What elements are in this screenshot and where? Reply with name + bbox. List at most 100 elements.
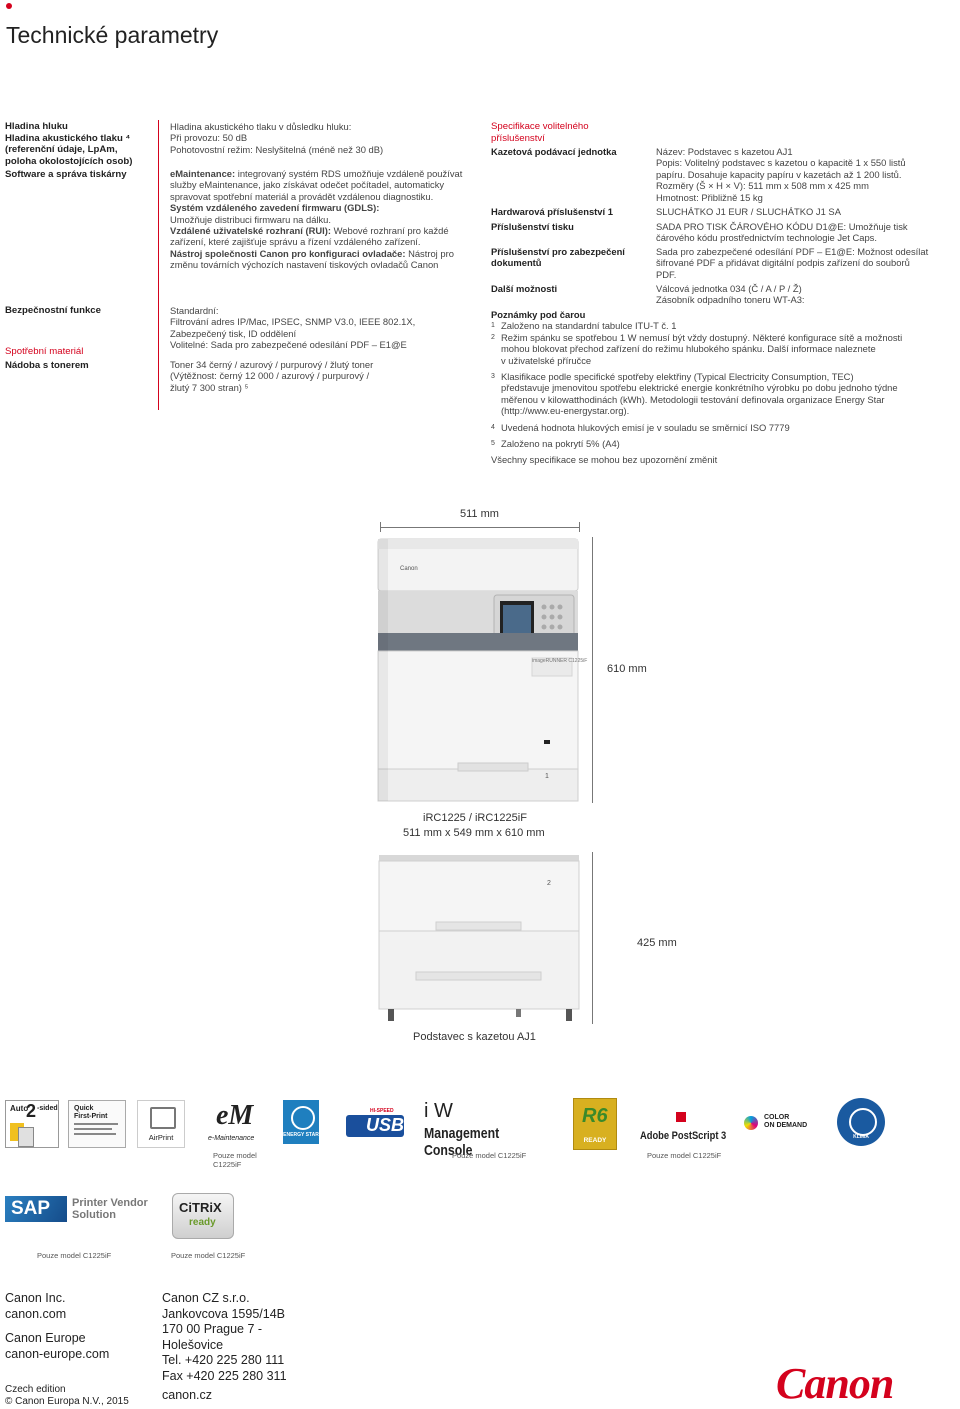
accessory-label: Příslušenství pro zabezpečení dokumentů — [491, 246, 646, 269]
software-label: Software a správa tiskárny — [5, 169, 127, 180]
security-label: Bezpečnostní funkce — [5, 305, 101, 316]
footnote: 4 Uvedená hodnota hlukových emisí je v so… — [491, 422, 956, 433]
footer-line: Fax +420 225 280 311 — [162, 1368, 287, 1383]
footnote-text: Založeno na standardní tabulce ITU-T č. … — [501, 320, 677, 332]
text-line: žlutý 7 300 stran) ⁵ — [170, 381, 249, 393]
red-dot-marker — [6, 3, 12, 9]
sap-logo: SAP — [5, 1196, 67, 1222]
footnote-number: 4 — [491, 423, 495, 431]
text-line: Hladina akustického tlaku v důsledku hlu… — [170, 121, 352, 132]
stand-name: Podstavec s kazetou AJ1 — [413, 1031, 536, 1043]
height-dimension: 610 mm — [607, 663, 647, 675]
footer-line: Jankovcova 1595/14B — [162, 1306, 286, 1321]
footnote: 5 Založeno na pokrytí 5% (A4) — [491, 438, 956, 449]
disclaimer: Všechny specifikace se mohou bez upozorn… — [491, 454, 718, 466]
logo-text: KLIMA — [853, 1134, 869, 1140]
logo-text: CiTRiX — [179, 1200, 222, 1215]
stand-dimension-line — [592, 852, 593, 1024]
text-line: Volitelné: Sada pro zabezpečené odesílán… — [170, 339, 407, 351]
model-note: Pouze model C1225iF — [213, 1151, 273, 1169]
logo-text: AirPrint — [148, 1133, 174, 1142]
footnote-text: Režim spánku se spotřebou 1 W nemusí být… — [501, 331, 903, 343]
logo-text: COLOR ON DEMAND — [764, 1114, 807, 1130]
canon-logo: Canon — [776, 1359, 894, 1408]
panel-label: imageRUNNER C1225iF — [532, 658, 588, 664]
printer-icon — [150, 1107, 176, 1129]
logo-text-line: Printer Vendor — [72, 1197, 148, 1209]
label-line: dokumentů — [491, 257, 542, 269]
footnote-text: (http://www.eu-energystar.org). — [501, 405, 630, 417]
e-maintenance-logo: eM e-Maintenance — [208, 1100, 260, 1146]
ipv6-ready-logo: R6 READY — [573, 1098, 617, 1150]
value-line: Válcová jednotka 034 (Č / A / P / Ž) — [656, 283, 802, 294]
edition-info: Czech edition © Canon Europa N.V., 2015 — [5, 1384, 129, 1408]
footnote-text: Klasifikace podle specifické spotřeby el… — [501, 371, 854, 383]
footer-line: Holešovice — [162, 1337, 224, 1352]
logo-text: READY — [583, 1137, 607, 1144]
width-tick — [380, 522, 381, 532]
accessory-value: Válcová jednotka 034 (Č / A / P / Ž) Zás… — [656, 283, 956, 306]
noise-text: Hladina akustického tlaku v důsledku hlu… — [170, 121, 470, 155]
value-line: papíru. Dosahuje kapacity papíru v kazet… — [656, 168, 902, 180]
text-line: Při provozu: 50 dB — [170, 132, 248, 144]
accessory-label: Hardwarová příslušenství 1 — [491, 206, 613, 217]
text-line: Zabezpečený tisk, ID oddělení — [170, 327, 297, 339]
footnote-text: měřenou v kilowatthodinách (kWh). Metodo… — [501, 393, 885, 405]
footer-line: Tel. +420 225 280 111 — [162, 1353, 285, 1368]
width-tick — [579, 522, 580, 532]
logo-text: USB — [366, 1115, 405, 1135]
footnote-number: 5 — [491, 440, 495, 448]
accessories-heading: Specifikace volitelného příslušenství — [491, 121, 631, 144]
quick-first-print-logo: Quick First-Print — [68, 1100, 126, 1148]
footnote-number: 1 — [491, 322, 495, 330]
software-text: eMaintenance: integrovaný systém RDS umo… — [170, 168, 466, 271]
footer-line: Czech edition — [5, 1384, 66, 1395]
model-note: Pouze model C1225iF — [37, 1251, 112, 1260]
footnote-text: Uvedená hodnota hlukových emisí je v sou… — [501, 421, 790, 433]
stand-height-dimension: 425 mm — [637, 937, 677, 949]
accessory-label: Další možnosti — [491, 283, 558, 294]
footer-line: Canon CZ s.r.o. — [162, 1291, 250, 1305]
auto-2-sided-logo: Auto 2 -sided — [5, 1100, 59, 1148]
canon-cz-address: Canon CZ s.r.o. Jankovcova 1595/14B 170 … — [162, 1291, 287, 1385]
logo-text: Management Console — [424, 1125, 500, 1159]
footnote-text: Založeno na pokrytí 5% (A4) — [501, 438, 620, 450]
text-line: Filtrování adres IP/Mac, IPSEC, SNMP V3.… — [170, 316, 416, 328]
width-dimension: 511 mm — [460, 508, 499, 520]
model-note: Pouze model C1225iF — [452, 1151, 527, 1160]
logo-text: ENERGY STAR — [283, 1132, 319, 1138]
footnote-text: mohou blokovat přechod zařízení do režim… — [501, 343, 876, 355]
value-line: Název: Podstavec s kazetou AJ1 — [656, 146, 793, 157]
noise-label: Hladina hluku Hladina akustického tlaku … — [5, 121, 155, 167]
consumables-label: Spotřební materiál — [5, 346, 84, 357]
tool-paragraph: Nástroj společnosti Canon pro konfigurac… — [170, 248, 466, 271]
noise-label-line: (referenční údaje, LpAm, — [5, 144, 118, 155]
logo-text-line: First-Print — [74, 1113, 108, 1120]
canon-cz-web: canon.cz — [162, 1388, 213, 1402]
sap-printer-vendor-text: Printer Vendor Solution — [72, 1197, 148, 1221]
value-line: Zásobník odpadního toneru WT-A3: — [656, 294, 805, 306]
gdls-heading: Systém vzdáleného zavedení firmwaru (GDL… — [170, 202, 466, 213]
model-dimensions: 511 mm x 549 mm x 610 mm — [403, 827, 545, 839]
model-note: Pouze model C1225iF — [647, 1151, 722, 1160]
footer-line: Canon Inc. — [5, 1291, 66, 1305]
tool-body: Nástroj pro změnu továrních výchozích na… — [170, 247, 454, 271]
noise-label-line: Hladina hluku — [5, 121, 68, 132]
emaintenance-body: integrovaný systém RDS umožňuje vzdáleně… — [170, 168, 463, 202]
cassette-stand-illustration — [378, 855, 580, 1021]
value-line: PDF. — [656, 268, 677, 280]
noise-label-line: Hladina akustického tlaku ⁴ — [5, 132, 131, 144]
rui-paragraph: Vzdálené uživatelské rozhraní (RUI): Web… — [170, 225, 466, 248]
footnote-text: představuje jmenovitou spotřebu elektric… — [501, 382, 898, 394]
logo-text-line: Quick — [74, 1105, 94, 1112]
toner-text: Toner 34 černý / azurový / purpurový / ž… — [170, 359, 470, 393]
accessory-value: Název: Podstavec s kazetou AJ1 Popis: Vo… — [656, 146, 956, 203]
airprint-logo: AirPrint — [137, 1100, 185, 1148]
tool-heading: Nástroj společnosti Canon pro konfigurac… — [170, 247, 406, 259]
logo-text: 2 — [26, 1101, 37, 1121]
security-text: Standardní: Filtrování adres IP/Mac, IPS… — [170, 305, 470, 351]
adobe-postscript-logo: Adobe PostScript 3 — [640, 1112, 726, 1148]
canon-inc: Canon Inc. canon.com — [5, 1291, 66, 1322]
footer-line: Canon Europe — [5, 1331, 86, 1345]
